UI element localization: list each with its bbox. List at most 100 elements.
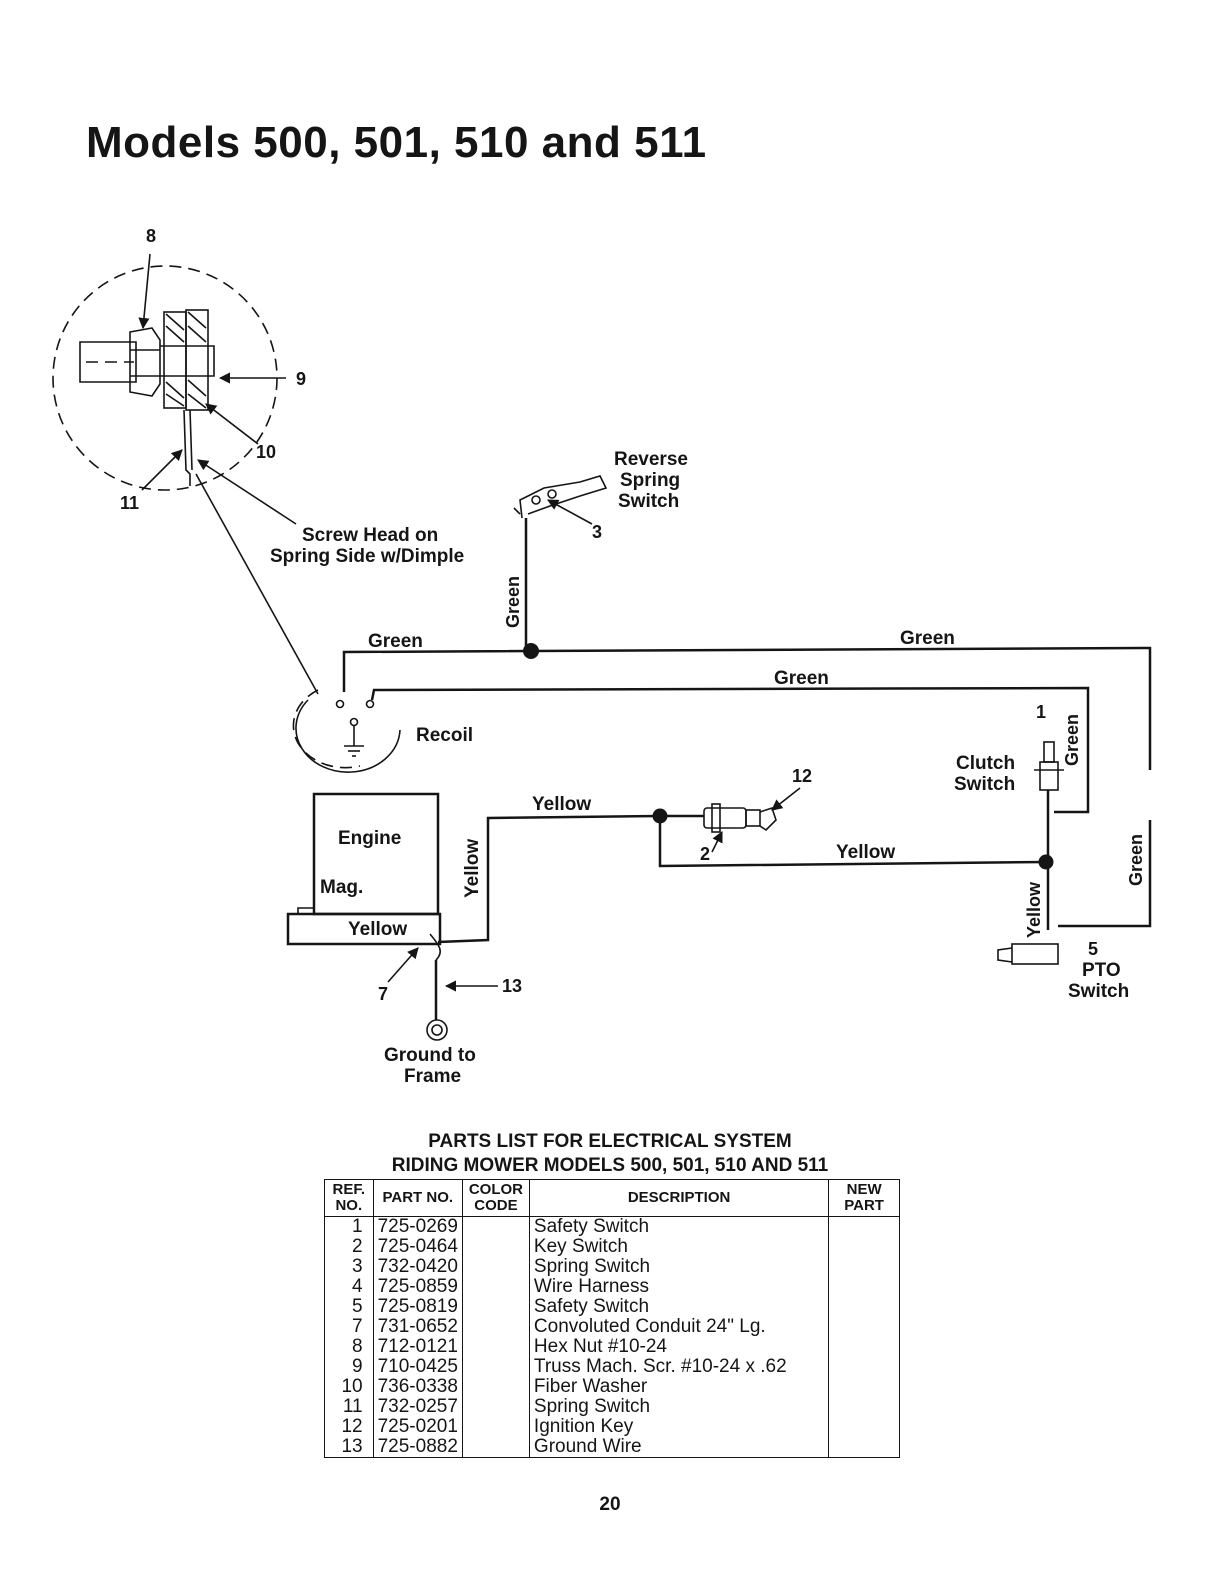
truss-screw-shape (79, 309, 215, 486)
cell-new-part (828, 1297, 900, 1317)
callout-10: 10 (256, 442, 276, 462)
cell-description: Convoluted Conduit 24" Lg. (528, 1317, 830, 1337)
reverse-label-line1: Reverse (614, 449, 688, 470)
cell-ref: 10 (324, 1377, 374, 1397)
screw-head-label-line1: Screw Head on (302, 525, 438, 546)
cell-color (461, 1337, 530, 1357)
cell-color (461, 1397, 530, 1417)
parts-list-heading: PARTS LIST FOR ELECTRICAL SYSTEM RIDING … (300, 1130, 920, 1178)
parts-table-header-row: REF. NO. PART NO. COLOR CODE DESCRIPTION… (324, 1179, 900, 1217)
cell-new-part (828, 1397, 900, 1417)
cell-new-part (828, 1357, 900, 1377)
callout-3: 3 (592, 522, 602, 542)
cell-ref: 11 (324, 1397, 374, 1417)
cell-ref: 5 (324, 1297, 374, 1317)
cell-part: 725-0464 (372, 1237, 463, 1257)
switch-detail-view: 8 9 10 11 Screw Head on Spring Side w/Di… (52, 226, 464, 695)
header-color-code: COLOR CODE (461, 1179, 530, 1217)
wire-label-yellow-engine-base: Yellow (348, 919, 407, 940)
wire-label-green-middle: Green (774, 668, 829, 689)
cell-description: Spring Switch (528, 1257, 830, 1277)
cell-new-part (828, 1417, 900, 1437)
clutch-label-line1: Clutch (956, 753, 1015, 774)
screw-head-label-line2: Spring Side w/Dimple (270, 546, 464, 567)
parts-list-table: REF. NO. PART NO. COLOR CODE DESCRIPTION… (324, 1179, 900, 1458)
header-new-part: NEW PART (828, 1179, 900, 1217)
ground-label-line1: Ground to (384, 1045, 476, 1066)
cell-description: Ignition Key (528, 1417, 830, 1437)
cell-part: 725-0859 (372, 1277, 463, 1297)
header-description: DESCRIPTION (528, 1179, 830, 1217)
cell-ref: 2 (324, 1237, 374, 1257)
callout-8: 8 (146, 226, 156, 246)
junction-yellow-right (1038, 854, 1054, 870)
cell-new-part (828, 1317, 900, 1337)
cell-new-part (828, 1237, 900, 1257)
ground-wire: 13 7 Ground to Frame (378, 933, 522, 1087)
cell-part: 731-0652 (372, 1317, 463, 1337)
callout-12: 12 (792, 766, 812, 786)
wire-label-green-right: Green (1126, 834, 1146, 886)
cell-description: Safety Switch (528, 1297, 830, 1317)
cell-color (461, 1417, 530, 1437)
green-wiring: Green Green Green Green Green Green (342, 518, 1152, 928)
cell-description: Ground Wire (528, 1437, 830, 1458)
reverse-label-line2: Spring (620, 470, 680, 491)
cell-ref: 7 (324, 1317, 374, 1337)
parts-list-heading-line1: PARTS LIST FOR ELECTRICAL SYSTEM (428, 1131, 792, 1152)
cell-color (461, 1437, 530, 1458)
cell-color (461, 1257, 530, 1277)
cell-new-part (828, 1337, 900, 1357)
ground-label-line2: Frame (404, 1066, 461, 1087)
junction-yellow-left (652, 808, 668, 824)
callout-13: 13 (502, 976, 522, 996)
cell-new-part (828, 1377, 900, 1397)
wire-label-yellow-top: Yellow (532, 794, 591, 815)
wire-label-yellow-pto: Yellow (1024, 881, 1044, 938)
cell-color (461, 1377, 530, 1397)
cell-ref: 4 (324, 1277, 374, 1297)
cell-color (461, 1357, 530, 1377)
cell-ref: 8 (324, 1337, 374, 1357)
callout-2: 2 (700, 844, 710, 864)
cell-color (461, 1317, 530, 1337)
callout-5: 5 (1088, 939, 1098, 959)
pto-switch: 5 PTO Switch (997, 939, 1129, 1002)
cell-part: 725-0882 (372, 1437, 463, 1458)
cell-part: 725-0819 (372, 1297, 463, 1317)
cell-new-part (828, 1277, 900, 1297)
recoil-connector: Recoil (292, 689, 473, 773)
wire-label-green-top-left: Green (368, 631, 423, 652)
reverse-label-line3: Switch (618, 491, 679, 512)
clutch-switch: 1 Clutch Switch (954, 702, 1064, 795)
cell-ref: 13 (324, 1437, 374, 1458)
wire-label-green-top-right: Green (900, 628, 955, 649)
yellow-wiring: Yellow Yellow Yellow Yellow (437, 790, 1054, 944)
wire-label-green-clutch: Green (1062, 714, 1082, 766)
wire-label-yellow-middle: Yellow (836, 842, 895, 863)
wire-label-green-reverse: Green (503, 576, 523, 628)
header-part-no: PART NO. (372, 1179, 463, 1217)
wire-label-yellow-engine: Yellow (462, 839, 483, 898)
cell-part: 710-0425 (372, 1357, 463, 1377)
callout-11: 11 (120, 493, 139, 513)
cell-ref: 1 (324, 1216, 374, 1237)
ignition-key-switch: 12 2 (700, 766, 812, 864)
clutch-label-line2: Switch (954, 774, 1015, 795)
cell-ref: 9 (324, 1357, 374, 1377)
cell-description: Spring Switch (528, 1397, 830, 1417)
cell-part: 725-0201 (372, 1417, 463, 1437)
cell-color (461, 1277, 530, 1297)
callout-7: 7 (378, 984, 388, 1004)
cell-new-part (828, 1437, 900, 1458)
cell-new-part (828, 1257, 900, 1277)
cell-description: Key Switch (528, 1237, 830, 1257)
pto-label-line2: Switch (1068, 981, 1129, 1002)
cell-part: 732-0420 (372, 1257, 463, 1277)
